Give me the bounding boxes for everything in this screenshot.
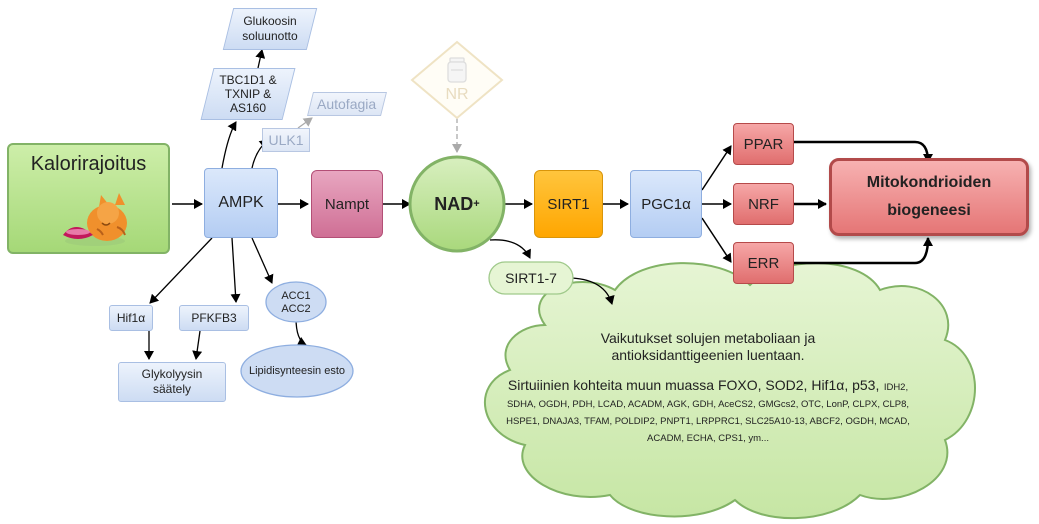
nad-superscript: + xyxy=(473,198,480,210)
sirt17-label-wrap: SIRT1-7 xyxy=(489,262,573,294)
acc-label: ACC1 ACC2 xyxy=(281,290,311,315)
autofagia-label: Autofagia xyxy=(317,96,377,112)
arrow-pgc-ppar xyxy=(701,145,732,191)
glykolyysin-box: Glykolyysin säätely xyxy=(118,362,226,402)
err-label: ERR xyxy=(747,254,780,272)
arrow-pfk-glyk xyxy=(192,330,203,360)
nrf-label: NRF xyxy=(748,195,779,213)
nr-label-wrap: NR xyxy=(425,84,489,106)
arrow-sirt17-cloud xyxy=(571,277,615,305)
tbc-box: TBC1D1 & TXNIP & AS160 xyxy=(200,68,296,120)
glykolyysin-label: Glykolyysin säätely xyxy=(141,367,203,396)
mito-label: Mitokondrioiden biogeneesi xyxy=(866,174,992,219)
tbc-label: TBC1D1 & TXNIP & AS160 xyxy=(219,73,277,115)
cloud-targets-text: Sirtuiinien kohteita muun muassa FOXO, S… xyxy=(498,378,918,446)
sirt17-pill xyxy=(488,261,574,295)
lipidi-label-wrap: Lipidisynteesin esto xyxy=(245,352,349,390)
sirt17-label: SIRT1-7 xyxy=(505,270,557,286)
glukoosin-label: Glukoosin soluunotto xyxy=(242,14,298,43)
arrow-ampk-hif xyxy=(149,237,213,304)
hif1a-box: Hif1α xyxy=(109,305,153,331)
nr-label: NR xyxy=(445,86,469,103)
cloud-shape xyxy=(483,262,976,520)
kalorirajoitus-label: Kalorirajoitus xyxy=(30,153,147,175)
arrow-ampk-tbc xyxy=(221,121,237,169)
pfkfb3-label: PFKFB3 xyxy=(191,311,237,325)
nampt-box: Nampt xyxy=(311,170,383,238)
arrow-err-mito xyxy=(794,237,933,265)
bottle-icon xyxy=(447,57,467,83)
pfkfb3-box: PFKFB3 xyxy=(179,305,249,331)
ppar-box: PPAR xyxy=(733,123,794,165)
arrow-ampk-acc xyxy=(251,237,274,284)
hif1a-label: Hif1α xyxy=(116,311,146,325)
err-box: ERR xyxy=(733,242,794,284)
sirt1-label: SIRT1 xyxy=(547,195,590,213)
arrow-ampk-pfk xyxy=(230,237,241,303)
ampk-label: AMPK xyxy=(218,194,264,211)
pgc1a-box: PGC1α xyxy=(630,170,702,238)
ulk1-box: ULK1 xyxy=(262,128,310,152)
nampt-label: Nampt xyxy=(324,195,370,213)
glukoosin-box: Glukoosin soluunotto xyxy=(222,8,318,50)
cloud-targets-list: IDH2, SDHA, OGDH, PDH, LCAD, ACADM, AGK,… xyxy=(506,382,910,444)
nrf-box: NRF xyxy=(733,183,794,225)
arrow-ulk1-autofagia xyxy=(297,117,313,129)
ppar-label: PPAR xyxy=(743,135,784,153)
sirt1-box: SIRT1 xyxy=(534,170,603,238)
mito-box: Mitokondrioiden biogeneesi xyxy=(829,158,1029,236)
nad-label: NAD xyxy=(434,193,474,214)
arrow-pgc-err xyxy=(701,217,732,263)
ampk-box: AMPK xyxy=(204,168,278,238)
cat-icon xyxy=(63,193,127,246)
ulk1-label: ULK1 xyxy=(268,132,304,148)
lipidi-ellipse xyxy=(240,344,354,398)
nad-circle xyxy=(408,155,506,253)
cloud-targets-main: Sirtuiinien kohteita muun muassa FOXO, S… xyxy=(507,377,880,393)
arrow-tbc-glukoosin xyxy=(255,49,266,69)
lipidi-label: Lipidisynteesin esto xyxy=(249,365,346,377)
acc-ellipse xyxy=(265,281,327,323)
nad-label-wrap: NAD+ xyxy=(410,184,504,224)
acc-label-wrap: ACC1 ACC2 xyxy=(270,288,322,318)
autofagia-box: Autofagia xyxy=(307,92,387,116)
cloud-text: Vaikutukset solujen metaboliaan ja antio… xyxy=(498,330,918,446)
pgc1a-label: PGC1α xyxy=(641,195,691,213)
arrow-nad-sirt17 xyxy=(489,239,531,259)
cloud-effects-text: Vaikutukset solujen metaboliaan ja antio… xyxy=(600,330,816,363)
